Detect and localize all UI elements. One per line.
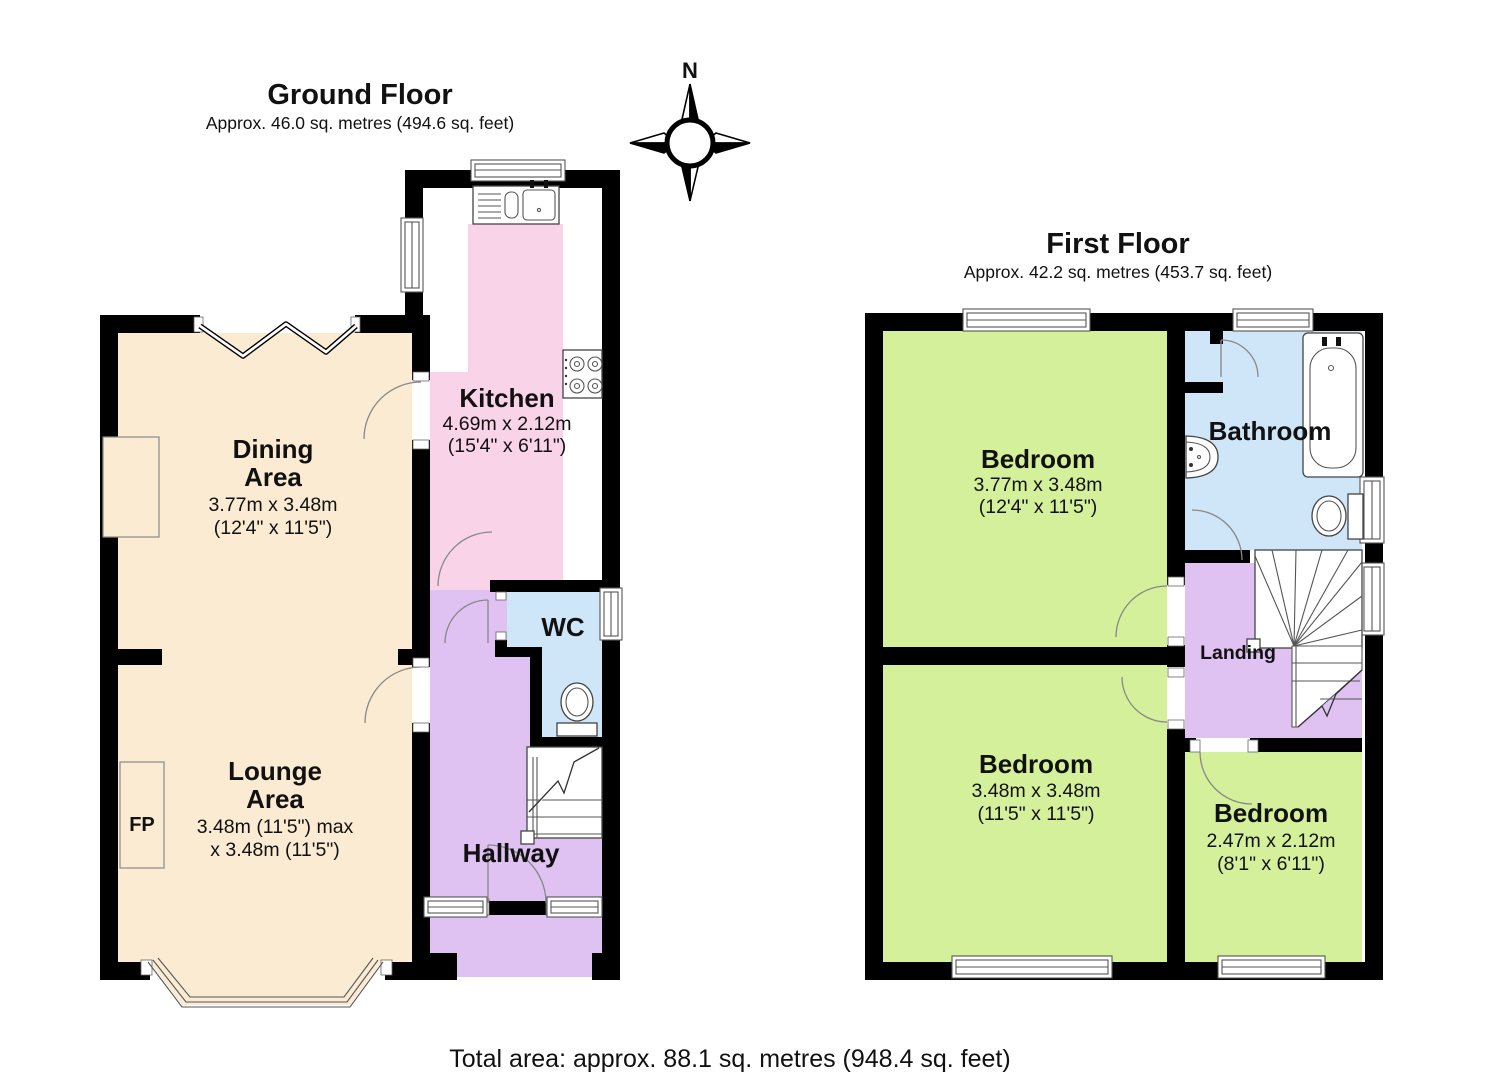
bathroom-door-arc (1191, 509, 1243, 561)
bathtub-icon (1302, 332, 1364, 478)
bathroom-label: Bathroom (1209, 416, 1332, 446)
dining-door-arc (363, 381, 422, 440)
room-bedroom1 (883, 331, 1167, 647)
hallway-window-right-icon (546, 896, 603, 918)
lounge-area-label: Lounge Area 3.48m (11'5") max x 3.48m (1… (197, 756, 354, 861)
staircase-icon (520, 746, 603, 845)
fireplace-icon (119, 761, 165, 869)
svg-text:(8'1" x 6'11"): (8'1" x 6'11") (1217, 853, 1325, 875)
svg-text:3.48m x 3.48m: 3.48m x 3.48m (972, 780, 1101, 802)
bedroom2-label: Bedroom 3.48m x 3.48m (11'5" x 11'5") (972, 749, 1101, 825)
wc-window-icon (599, 587, 623, 641)
compass-north-label: N (682, 58, 698, 83)
bedroom2-window-icon (951, 955, 1113, 979)
wc-door-arc (444, 599, 489, 644)
kitchen-door-arc (437, 531, 493, 587)
room-bedroom3 (1185, 752, 1362, 962)
wc-label: WC (541, 612, 585, 642)
svg-text:(12'4" x 11'5"): (12'4" x 11'5") (979, 496, 1098, 518)
hob-icon (562, 349, 603, 399)
svg-text:2.47m x 2.12m: 2.47m x 2.12m (1207, 830, 1336, 852)
hallway-label: Hallway (463, 838, 560, 868)
stairs-side-window-icon (1359, 562, 1385, 636)
dining-alcove (102, 436, 160, 538)
bathroom-top-window-icon (1232, 308, 1314, 332)
first-floor-title: First Floor (1046, 228, 1189, 260)
hallway-window-left-icon (423, 896, 488, 918)
svg-text:Lounge: Lounge (228, 756, 322, 786)
room-kitchen (430, 224, 563, 590)
svg-text:(12'4" x 11'5"): (12'4" x 11'5") (214, 517, 333, 539)
landing-label: Landing (1200, 642, 1276, 664)
bathroom-cupboard-door-arc (1220, 339, 1259, 378)
kitchen-side-window-icon (400, 217, 424, 293)
stairs-down-icon (1246, 549, 1363, 728)
room-dining-lounge (118, 333, 412, 962)
first-floor-subtitle: Approx. 42.2 sq. metres (453.7 sq. feet) (964, 262, 1272, 282)
bay-window-icon (147, 957, 384, 1008)
room-bay (148, 960, 383, 1005)
svg-text:Dining: Dining (233, 434, 314, 464)
svg-text:(15'4" x 6'11"): (15'4" x 6'11") (448, 435, 567, 457)
bedroom1-window-icon (962, 308, 1091, 332)
svg-text:4.69m x 2.12m: 4.69m x 2.12m (443, 413, 572, 435)
room-bedroom2 (883, 665, 1167, 962)
folding-door-icon (198, 321, 358, 359)
svg-text:(11'5" x 11'5"): (11'5" x 11'5") (977, 803, 1094, 825)
svg-text:3.48m (11'5") max: 3.48m (11'5") max (197, 816, 354, 838)
bedroom2-door-arc (1121, 676, 1168, 723)
svg-text:Bedroom: Bedroom (979, 749, 1093, 779)
svg-text:Bedroom: Bedroom (1214, 798, 1328, 828)
front-door-arc (487, 844, 547, 904)
lounge-door-arc (364, 666, 422, 724)
bedroom3-window-icon (1217, 955, 1326, 979)
basin-icon (1185, 435, 1219, 479)
ground-floor-subtitle: Approx. 46.0 sq. metres (494.6 sq. feet) (206, 113, 514, 133)
bathroom-toilet-icon (1311, 493, 1364, 540)
svg-text:x 3.48m (11'5"): x 3.48m (11'5") (210, 839, 340, 861)
svg-text:Kitchen: Kitchen (459, 383, 554, 413)
bedroom1-door-arc (1115, 585, 1168, 638)
bathroom-side-window-icon (1359, 476, 1385, 544)
first-floor-plan (865, 308, 1385, 980)
svg-text:Area: Area (246, 784, 304, 814)
wc-toilet-icon (556, 682, 598, 737)
total-area-label: Total area: approx. 88.1 sq. metres (948… (449, 1045, 1010, 1073)
bedroom1-label: Bedroom 3.77m x 3.48m (12'4" x 11'5") (974, 444, 1103, 518)
kitchen-label: Kitchen 4.69m x 2.12m (15'4" x 6'11") (443, 383, 572, 457)
kitchen-sink-icon (472, 180, 560, 225)
ground-floor-plan (100, 159, 623, 1008)
compass-icon: N (629, 58, 751, 202)
ground-floor-title: Ground Floor (267, 79, 452, 111)
bedroom3-door-arc (1199, 751, 1253, 805)
svg-text:3.77m x 3.48m: 3.77m x 3.48m (209, 494, 338, 516)
svg-text:3.77m x 3.48m: 3.77m x 3.48m (974, 474, 1103, 496)
fireplace-label: FP (129, 814, 155, 836)
svg-text:Area: Area (244, 462, 302, 492)
bedroom3-label: Bedroom 2.47m x 2.12m (8'1" x 6'11") (1207, 798, 1336, 875)
svg-text:Bedroom: Bedroom (981, 444, 1095, 474)
kitchen-top-window-icon (470, 159, 566, 182)
dining-area-label: Dining Area 3.77m x 3.48m (12'4" x 11'5"… (209, 434, 338, 539)
